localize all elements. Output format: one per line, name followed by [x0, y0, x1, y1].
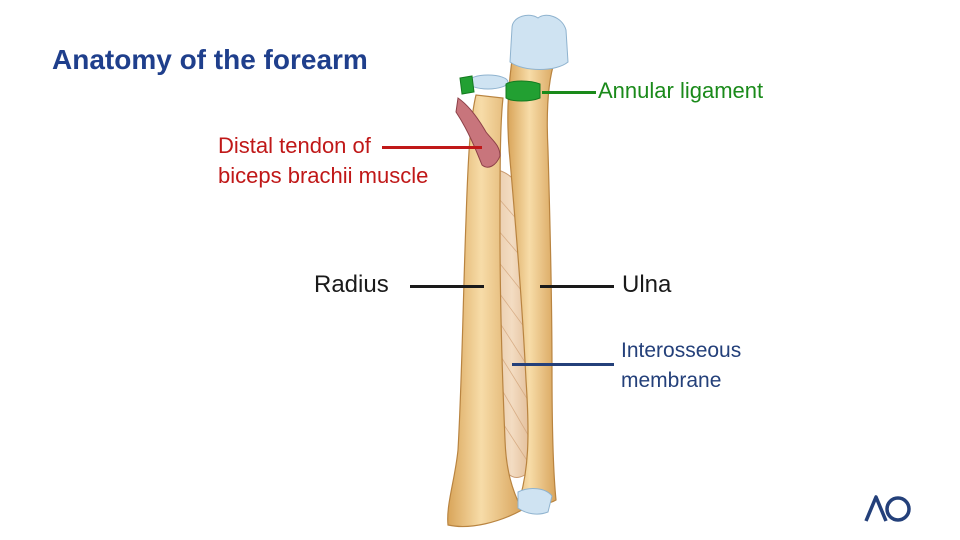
radius-bone: [447, 94, 523, 528]
ulna-leader-line: [540, 285, 614, 288]
radial-head-cartilage: [467, 74, 509, 90]
membrane-label-line1: Interosseous: [621, 339, 742, 362]
ao-logo-icon: [864, 495, 911, 522]
radius-leader-line: [410, 285, 484, 288]
biceps-label-line2: biceps brachii muscle: [218, 163, 429, 188]
annular-ligament-label: Annular ligament: [598, 78, 764, 103]
distal-ulna-cartilage: [517, 488, 553, 515]
interosseous-membrane-label: Interosseous membrane: [621, 336, 741, 396]
annular-leader-line: [542, 91, 596, 94]
page-title: Anatomy of the forearm: [52, 44, 368, 75]
olecranon-cartilage: [509, 14, 569, 70]
membrane-leader-line: [512, 363, 614, 366]
biceps-tendon: [455, 97, 501, 168]
annular-ligament: [505, 80, 541, 102]
biceps-leader-line: [382, 146, 482, 149]
radius-label: Radius: [314, 271, 389, 298]
ulna-label: Ulna: [622, 271, 672, 298]
biceps-label-line1: Distal tendon of: [218, 133, 371, 158]
membrane-label-line2: membrane: [621, 369, 722, 392]
biceps-tendon-label: Distal tendon of biceps brachii muscle: [218, 131, 428, 191]
